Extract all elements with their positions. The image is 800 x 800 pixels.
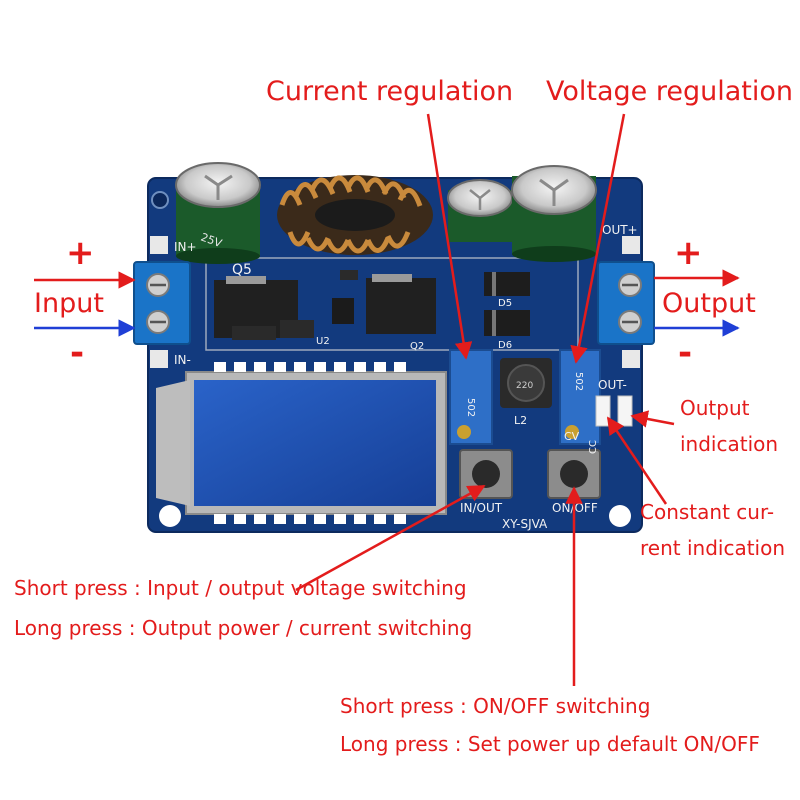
output-terminal [597,261,655,345]
output-minus-sign: - [678,333,693,373]
inductor-code: 220 [516,381,533,391]
output-indication-line2: indication [680,432,779,456]
input-minus-sign: - [70,333,85,373]
annotation-arrows [34,113,740,686]
smd-chip [340,270,358,280]
resistor [232,326,276,340]
inout-long-press: Long press : Output power / current swit… [14,616,473,640]
silk-cv: CV [564,430,580,443]
silk-q2: Q2 [410,341,424,352]
silk-in-plus: IN+ [174,240,197,254]
silk-btn-inout: IN/OUT [460,501,503,515]
output-label: Output [662,288,756,319]
voltage-regulation-label: Voltage regulation [546,76,793,107]
diode-d6 [484,310,530,336]
cc-indication-line1: Constant cur- [640,500,775,524]
output-indication-arrow [630,410,675,428]
silk-l2: L2 [514,414,527,427]
silk-cc: CC [588,440,599,454]
capacitor-middle [447,179,513,242]
voltage-potentiometer [559,349,601,445]
pot-code-current: 502 [465,398,476,417]
input-plus-sign: + [66,233,95,273]
onoff-long-press: Long press : Set power up default ON/OFF [340,732,760,756]
silk-d5: D5 [498,298,512,309]
output-plus-sign: + [674,233,703,273]
inout-arrow [295,484,486,592]
current-regulation-arrow [426,113,473,360]
current-potentiometer [449,349,493,445]
cc-led [595,395,611,427]
output-indication-line1: Output [680,396,750,420]
input-terminal [133,261,191,345]
toroid-inductor [277,175,433,255]
diode-d5 [484,272,530,296]
cc-indication-arrow [606,416,668,505]
silk-in-minus: IN- [174,353,191,367]
pot-code-voltage: 502 [573,372,584,391]
cc-indication-line2: rent indication [640,536,786,560]
silk-out-minus: OUT- [598,378,627,392]
chip-resistor [280,320,314,338]
capacitor-left: 25V [175,162,261,264]
voltage-regulation-arrow [570,113,626,364]
silk-model: XY-SJVA [502,517,548,531]
silk-d6: D6 [498,340,512,351]
capacitor-right [511,165,597,262]
inductor-l2 [500,358,552,408]
ic-u2 [332,298,354,324]
current-regulation-label: Current regulation [266,76,514,107]
silk-out-plus: OUT+ [602,223,638,237]
output-led [617,395,633,427]
input-label: Input [34,288,104,319]
onoff-short-press: Short press : ON/OFF switching [340,694,651,718]
lcd-display [156,362,447,524]
inout-button[interactable] [459,449,513,499]
silk-u2: U2 [316,336,330,347]
silk-q5: Q5 [232,262,252,278]
transistor-q2 [366,274,436,334]
inout-short-press: Short press : Input / output voltage swi… [14,576,467,600]
